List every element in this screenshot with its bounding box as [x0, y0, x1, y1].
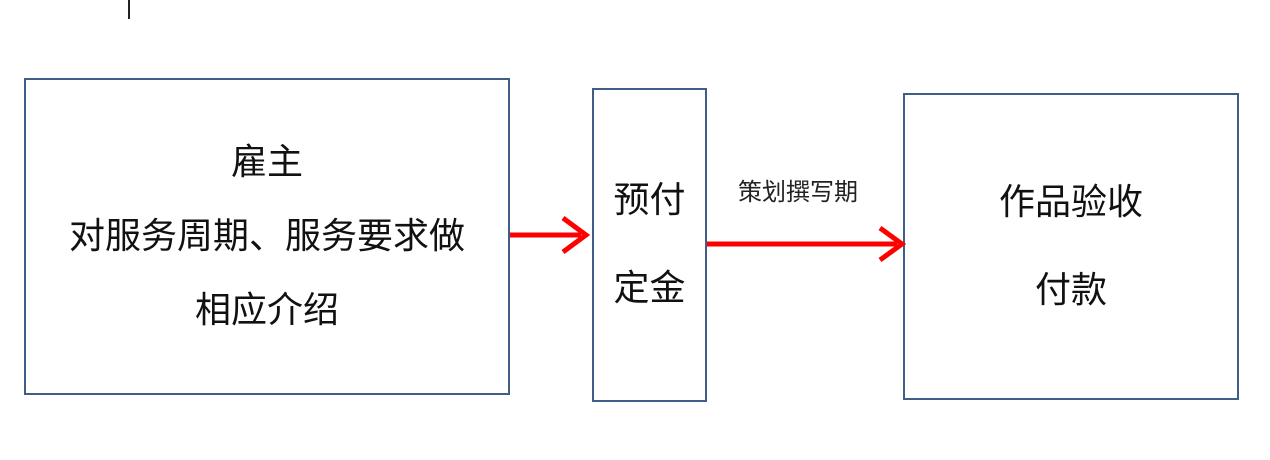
- deposit-node: 预付 定金: [592, 88, 707, 402]
- employer-description-line-2: 相应介绍: [194, 289, 339, 331]
- deposit-line-2: 定金: [613, 268, 686, 309]
- employer-node: 雇主 对服务周期、服务要求做 相应介绍: [24, 78, 510, 395]
- acceptance-node: 作品验收 付款: [903, 93, 1239, 400]
- employer-title: 雇主: [230, 141, 303, 183]
- employer-description-line-1: 对服务周期、服务要求做: [68, 215, 465, 257]
- deposit-line-1: 预付: [613, 180, 686, 221]
- text-cursor-mark: [128, 0, 130, 19]
- acceptance-line-2: 付款: [1034, 269, 1107, 311]
- arrow-label-planning-period: 策划撰写期: [738, 178, 858, 206]
- acceptance-line-1: 作品验收: [998, 181, 1143, 223]
- arrow-employer-to-deposit: [510, 215, 591, 255]
- arrow-deposit-to-acceptance: [707, 225, 907, 263]
